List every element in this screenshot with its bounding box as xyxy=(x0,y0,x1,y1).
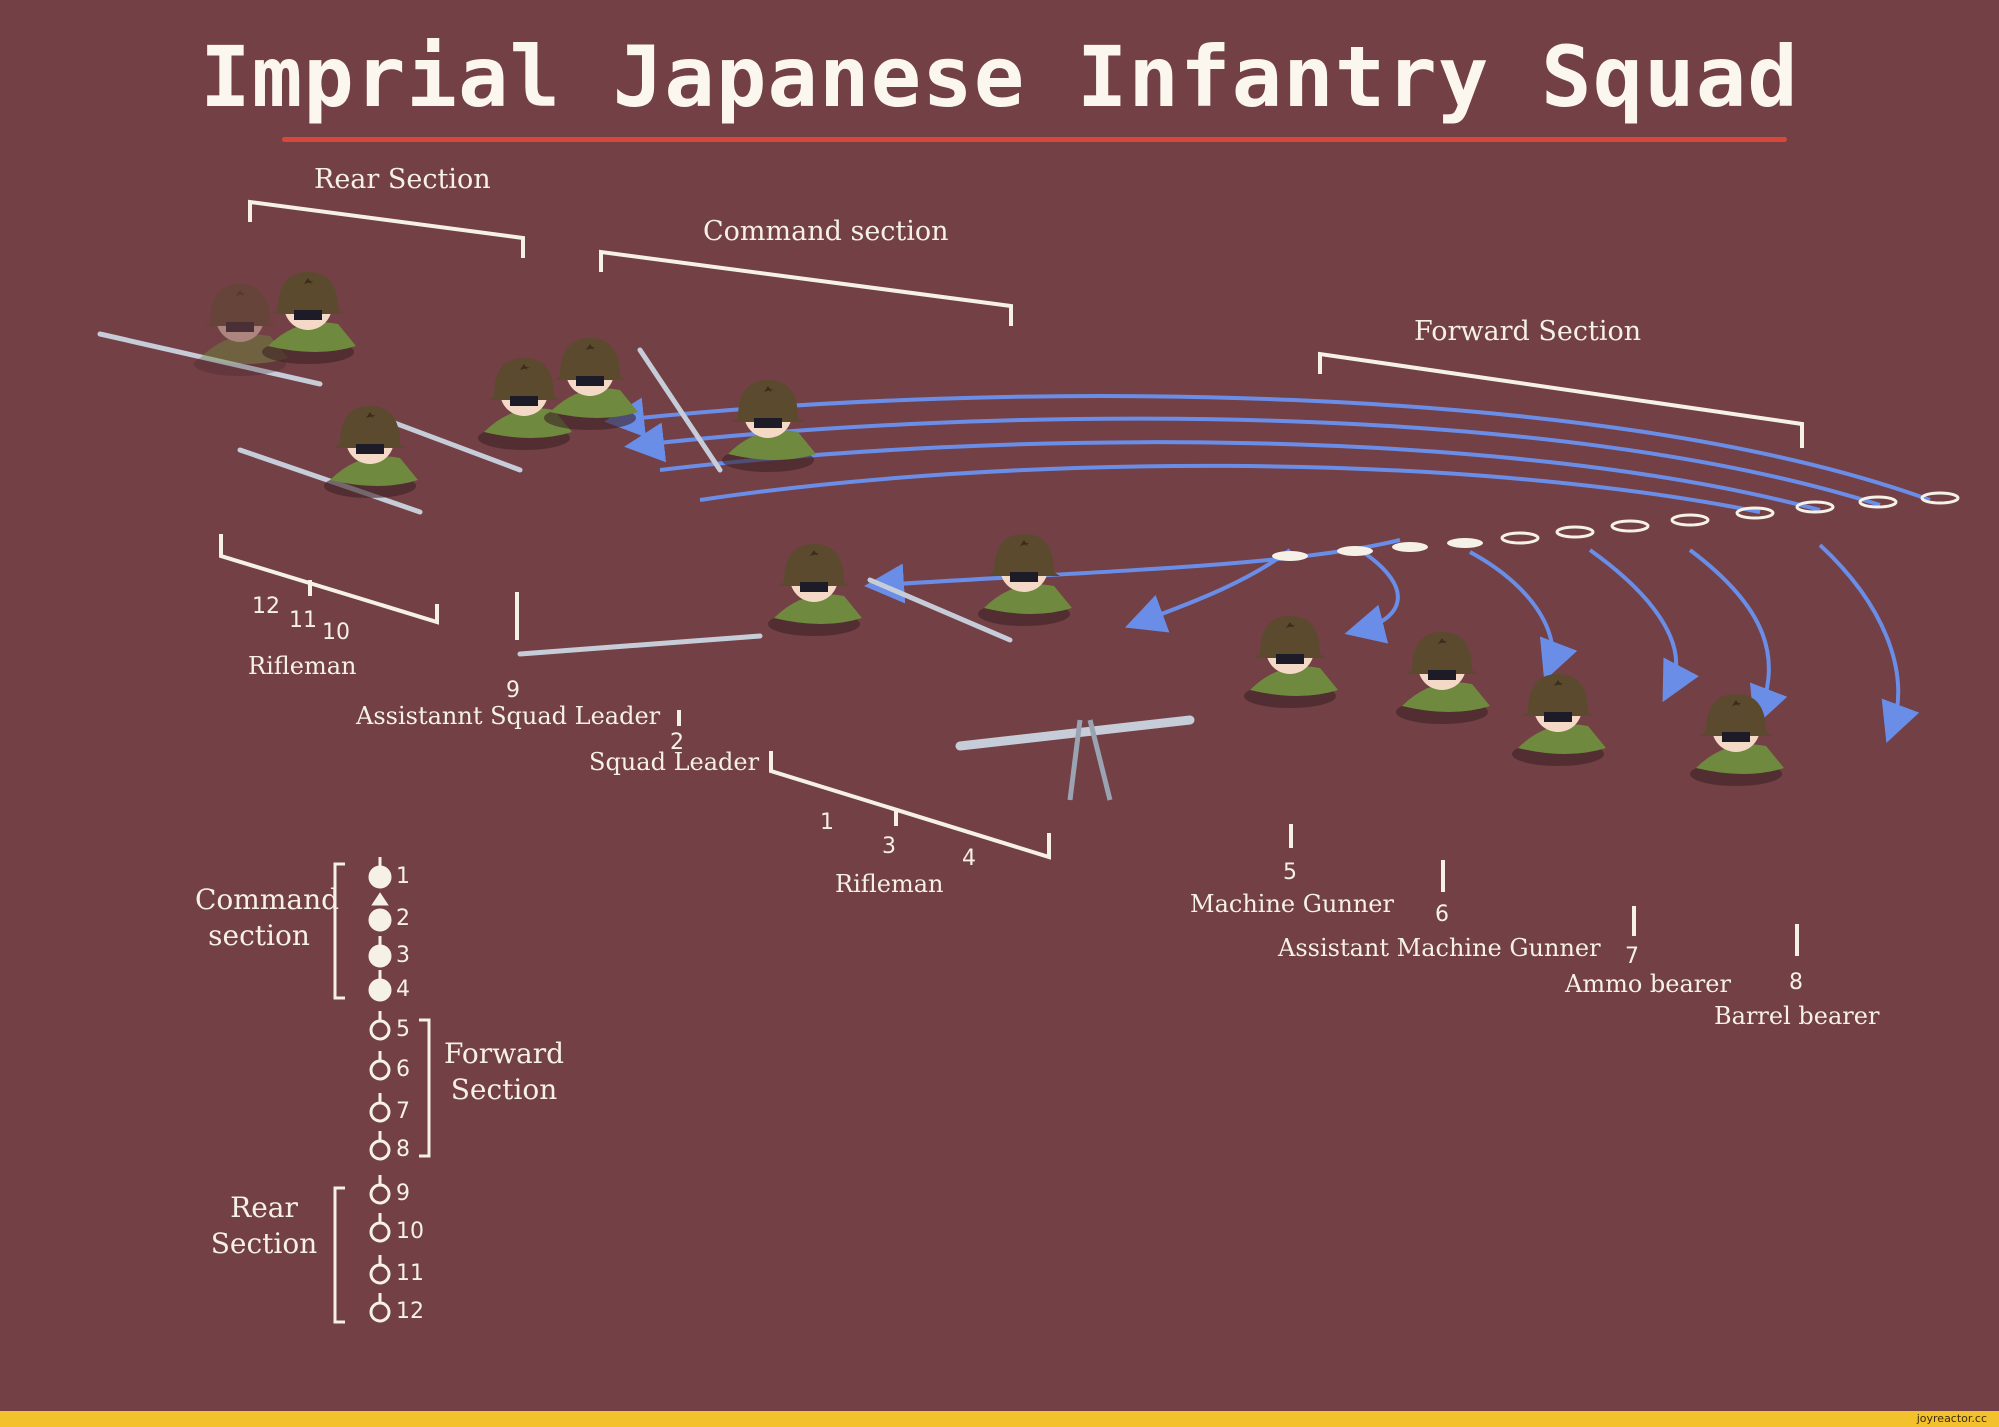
legend-item-1: 1 xyxy=(396,864,410,889)
legend-item-7: 7 xyxy=(396,1099,410,1124)
command-section-label: Command section xyxy=(703,216,949,247)
number-8: 8 xyxy=(1789,970,1803,995)
legend-item-2: 2 xyxy=(396,906,410,931)
legend-item-9: 9 xyxy=(396,1181,410,1206)
rear-section-bracket xyxy=(248,199,525,258)
watermark: joyreactor.cc xyxy=(1916,1412,1987,1425)
forward-section-bracket xyxy=(1318,351,1804,448)
rifleman-command-label: Rifleman xyxy=(835,870,944,898)
rifleman-rear-label: Rifleman xyxy=(248,652,357,680)
command-section-bracket xyxy=(599,249,1013,326)
legend-item-3: 3 xyxy=(396,943,410,968)
bayonet-rifles xyxy=(97,331,1013,657)
number-5: 5 xyxy=(1283,860,1297,885)
legend-forward-label: Forward Section xyxy=(443,1037,565,1106)
forward-section-label: Forward Section xyxy=(1414,316,1642,347)
legend-command-bracket xyxy=(333,862,345,1000)
legend-item-8: 8 xyxy=(396,1137,410,1162)
legend-item-4: 4 xyxy=(396,977,410,1002)
number-7: 7 xyxy=(1625,944,1639,969)
movement-arrows xyxy=(604,394,1931,743)
legend-rear-label: Rear Section xyxy=(210,1191,318,1260)
legend-item-6: 6 xyxy=(396,1057,410,1082)
number-3: 3 xyxy=(882,834,896,859)
legend-item-5: 5 xyxy=(396,1017,410,1042)
assistant-machine-gunner-label: Assistant Machine Gunner xyxy=(1278,934,1601,962)
legend-item-10: 10 xyxy=(396,1219,424,1244)
page-title: Imprial Japanese Infantry Squad xyxy=(200,28,1799,126)
legend-command-label: Command section xyxy=(195,883,340,952)
barrel-bearer-label: Barrel bearer xyxy=(1714,1002,1880,1030)
legend-forward-bracket xyxy=(419,1018,431,1158)
number-9: 9 xyxy=(506,678,520,703)
rifleman-rear-bracket xyxy=(219,534,439,625)
assistant-squad-leader-label: Assistannt Squad Leader xyxy=(356,702,661,730)
legend-rear-bracket xyxy=(333,1186,345,1324)
number-11: 11 xyxy=(289,608,317,633)
number-1: 1 xyxy=(820,810,834,835)
number-10: 10 xyxy=(322,620,350,645)
rifleman-command-bracket xyxy=(769,751,1051,860)
number-6: 6 xyxy=(1435,902,1449,927)
rear-section-label: Rear Section xyxy=(314,164,491,195)
bottom-bar xyxy=(0,1411,1999,1427)
number-2: 2 xyxy=(670,730,684,755)
machine-gunner-label: Machine Gunner xyxy=(1190,890,1394,918)
number-4: 4 xyxy=(962,846,976,871)
machine-gun xyxy=(955,715,1195,751)
ammo-bearer-label: Ammo bearer xyxy=(1565,970,1731,998)
squad-leader-label: Squad Leader xyxy=(589,748,760,776)
footprints xyxy=(1272,491,1960,561)
legend-item-12: 12 xyxy=(396,1299,424,1324)
legend-item-11: 11 xyxy=(396,1261,424,1286)
title-underline xyxy=(282,137,1787,142)
number-12: 12 xyxy=(252,594,280,619)
legend-symbols xyxy=(368,857,392,1323)
